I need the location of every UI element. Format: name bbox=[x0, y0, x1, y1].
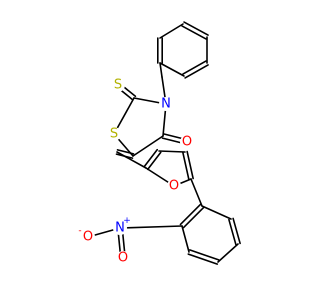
double-bond-f4-f5 bbox=[182, 150, 194, 181]
atom-label-layer: S S N O O N + - O O bbox=[78, 78, 194, 266]
atom-ring-nitrogen: N bbox=[159, 97, 173, 112]
double-bond-f2-f3 bbox=[143, 148, 162, 171]
atom-carbonyl-oxygen-label: O bbox=[182, 135, 192, 150]
single-bond-ph6-ph1 bbox=[201, 205, 232, 220]
double-bond-ph1-ph2 bbox=[179, 203, 205, 229]
molecule-structure-diagram: S S N O O N + - O O bbox=[78, 21, 241, 266]
atom-nitro-oxygen-label: O bbox=[118, 251, 128, 266]
atom-nitro-nitrogen-charge: + bbox=[123, 216, 131, 226]
single-bond-ph4-ph5 bbox=[217, 243, 239, 263]
single-bond-bz6-ch2 bbox=[159, 62, 163, 78]
double-bond-ph3-ph4 bbox=[187, 249, 220, 265]
atom-ring-nitrogen-label: N bbox=[161, 97, 171, 112]
double-bond-bz2-bz3 bbox=[181, 21, 209, 40]
single-bond-f5-ph1 bbox=[190, 178, 203, 207]
single-bond-ph2-nn bbox=[119, 225, 183, 229]
atom-furan-oxygen-label: O bbox=[169, 179, 179, 194]
atom-nitro-nitrogen: N + bbox=[113, 216, 131, 236]
single-bond-ch-f2 bbox=[116, 151, 147, 169]
single-bond-c5-c4 bbox=[132, 135, 164, 157]
single-bond-f3-f4 bbox=[158, 150, 186, 153]
atom-nitro-oxygen-anion-charge: - bbox=[78, 226, 81, 236]
double-bond-bz4-bz5 bbox=[182, 60, 209, 79]
atom-nitro-oxygen-anion-label: O bbox=[83, 230, 93, 245]
bond-layer bbox=[87, 21, 241, 265]
atom-furan-oxygen: O bbox=[167, 179, 181, 194]
atom-thioxo-sulfur: S bbox=[111, 78, 125, 93]
atom-thioxo-sulfur-label: S bbox=[114, 78, 122, 93]
atom-ring-sulfur: S bbox=[107, 127, 121, 142]
single-bond-bz1-bz2 bbox=[159, 23, 184, 39]
atom-nitro-oxygen: O bbox=[116, 251, 130, 266]
atom-carbonyl-oxygen: O bbox=[180, 135, 194, 150]
atom-ring-sulfur-label: S bbox=[110, 127, 118, 142]
double-bond-ph5-ph6 bbox=[228, 217, 241, 246]
single-bond-ph2-ph3 bbox=[181, 225, 190, 253]
atom-nitro-nitrogen-label: N bbox=[115, 221, 125, 236]
single-bond-bz5-bz6 bbox=[159, 62, 185, 77]
atom-nitro-oxygen-anion: - O bbox=[78, 226, 95, 245]
double-bond-bz6-bz1 bbox=[157, 37, 163, 64]
